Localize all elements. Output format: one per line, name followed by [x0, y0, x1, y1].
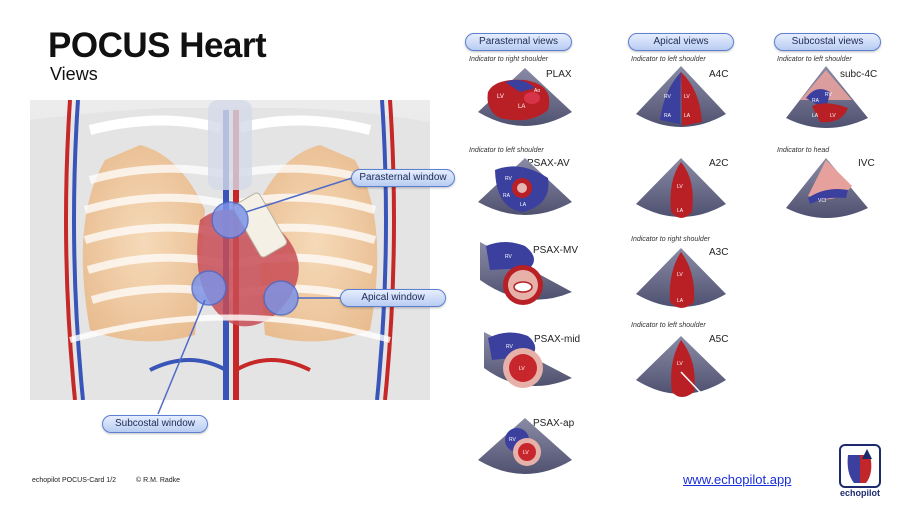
thumb-a4c: RV LV RA LA: [636, 66, 726, 127]
view-label-psax-ap: PSAX-ap: [533, 418, 575, 429]
svg-text:RA: RA: [503, 193, 511, 199]
parasternal-window-label: Parasternal window: [351, 169, 455, 187]
view-label-psax-mv: PSAX-MV: [533, 245, 579, 256]
svg-text:LV: LV: [677, 184, 683, 190]
ivc-indicator: Indicator to head: [777, 147, 830, 154]
svg-text:RV: RV: [664, 94, 672, 100]
view-label-a3c: A3C: [709, 247, 729, 258]
view-label-subc-4c: subc-4C: [840, 69, 878, 80]
subc-indicator: Indicator to left shoulder: [777, 56, 852, 63]
view-label-a4c: A4C: [709, 69, 729, 80]
thumb-ivc: VCI: [786, 158, 868, 218]
svg-text:RV: RV: [505, 176, 513, 182]
subcostal-views-header: Subcostal views: [774, 33, 881, 51]
thumb-a5c: LV: [636, 336, 726, 397]
thumb-psax-mid: LV RV: [484, 332, 572, 388]
svg-text:RA: RA: [664, 113, 672, 119]
svg-text:LV: LV: [677, 272, 683, 278]
plax-indicator: Indicator to right shoulder: [469, 56, 548, 63]
svg-text:LV: LV: [830, 113, 836, 119]
echopilot-logo-icon: [839, 444, 881, 488]
page-subtitle: Views: [50, 64, 98, 84]
psax-indicator: Indicator to left shoulder: [469, 147, 544, 154]
thumb-a3c: LV LA: [636, 248, 726, 308]
apical-window-label: Apical window: [340, 289, 446, 307]
svg-text:LA: LA: [518, 104, 525, 110]
thumb-psax-ap: RV LV: [478, 418, 572, 474]
subcostal-window-label: Subcostal window: [102, 415, 208, 433]
a5c-indicator: Indicator to left shoulder: [631, 322, 706, 329]
apical-views-header: Apical views: [628, 33, 734, 51]
svg-text:LA: LA: [677, 208, 684, 214]
svg-text:RV: RV: [505, 254, 513, 260]
view-label-ivc: IVC: [858, 158, 875, 169]
parasternal-window-marker: [211, 201, 249, 239]
svg-text:LV: LV: [523, 450, 529, 456]
view-label-psax-mid: PSAX-mid: [534, 334, 581, 345]
svg-text:RA: RA: [812, 98, 820, 104]
logo-text: echopilot: [840, 488, 880, 498]
a3c-indicator: Indicator to right shoulder: [631, 236, 710, 243]
svg-text:VCI: VCI: [818, 198, 826, 204]
website-link[interactable]: www.echopilot.app: [683, 472, 792, 487]
svg-text:LA: LA: [520, 202, 527, 208]
svg-text:LV: LV: [677, 361, 683, 367]
svg-text:RV: RV: [506, 344, 514, 350]
svg-text:LV: LV: [684, 94, 690, 100]
view-label-psax-av: PSAX-AV: [527, 158, 570, 169]
subcostal-window-marker: [191, 270, 227, 306]
footer-card-label: echopilot POCUS-Card 1/2: [32, 477, 117, 484]
footer-copyright: © R.M. Radke: [136, 477, 181, 484]
svg-text:Ao: Ao: [534, 88, 540, 94]
thumb-psax-av: RV RA LA: [478, 158, 572, 215]
a4c-indicator: Indicator to left shoulder: [631, 56, 706, 63]
svg-text:RV: RV: [509, 437, 517, 443]
svg-text:LV: LV: [497, 94, 504, 100]
view-label-plax: PLAX: [546, 69, 572, 80]
thumb-a2c: LV LA: [636, 158, 726, 218]
thumb-subc-4c: RA RV LA LV: [786, 66, 868, 128]
parasternal-views-header: Parasternal views: [465, 33, 572, 51]
thumb-psax-mv: RV: [480, 242, 572, 305]
svg-text:LA: LA: [812, 113, 819, 119]
svg-text:LA: LA: [677, 298, 684, 304]
svg-text:LV: LV: [519, 366, 525, 372]
svg-text:RV: RV: [825, 92, 833, 98]
page-title: POCUS Heart: [48, 26, 267, 65]
thumb-plax: LV LA Ao: [478, 68, 572, 126]
svg-text:LA: LA: [684, 113, 691, 119]
view-label-a2c: A2C: [709, 158, 729, 169]
view-label-a5c: A5C: [709, 334, 729, 345]
